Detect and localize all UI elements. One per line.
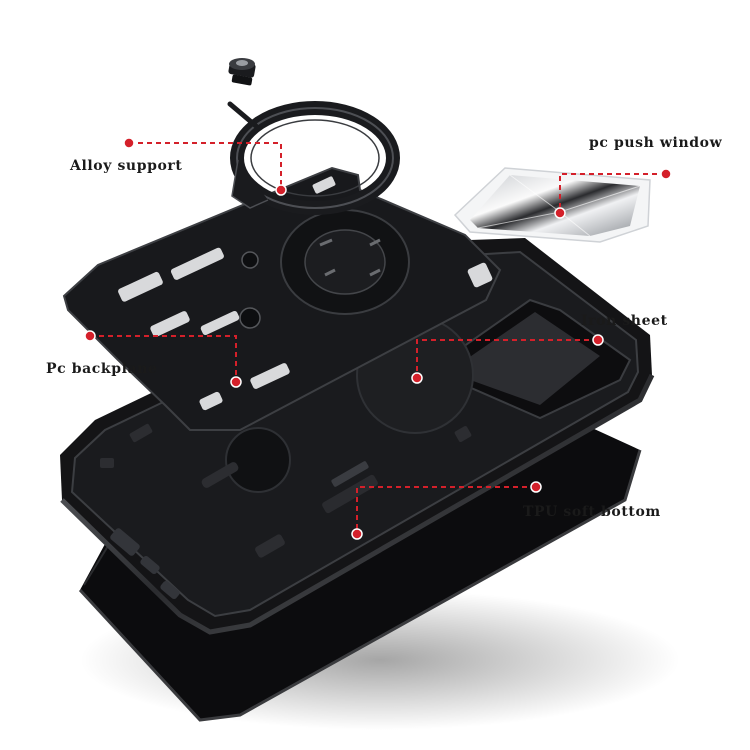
case-shell [60, 238, 655, 635]
callout-label-iron-sheet: Iron sheet [581, 313, 668, 329]
callout-dot [230, 376, 242, 388]
callout-dots [84, 137, 672, 540]
callout-label-tpu-soft-bottom: TPU soft bottom [523, 504, 661, 520]
callout-dot [411, 372, 423, 384]
callout-dot [275, 184, 287, 196]
callout-dot [351, 528, 363, 540]
callout-dot [530, 481, 542, 493]
pc-backplane [62, 166, 502, 431]
callout-label-pc-push-window: pc push window [589, 135, 723, 151]
callout-dot [554, 207, 566, 219]
alloy-support-ring [230, 101, 400, 215]
callout-dot [123, 137, 135, 149]
callout-dot [592, 334, 604, 346]
callout-label-alloy-support: Alloy support [70, 158, 183, 174]
pc-push-window [453, 167, 651, 243]
screw-part [228, 58, 256, 86]
callout-dot [660, 168, 672, 180]
callout-lines [90, 142, 666, 534]
callout-dot [84, 330, 96, 342]
callout-label-pc-backplane: Pc backplane [46, 361, 158, 377]
pin-part [227, 101, 259, 129]
